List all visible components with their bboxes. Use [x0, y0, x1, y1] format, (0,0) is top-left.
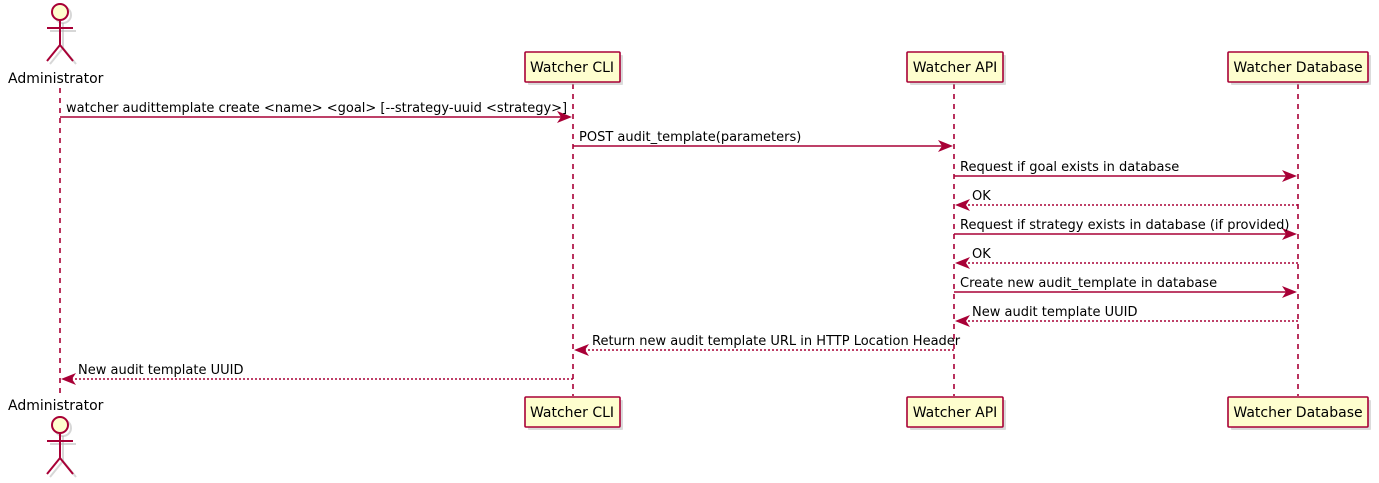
message-10[interactable]: New audit template UUID — [61, 363, 573, 385]
message-label: OK — [972, 247, 991, 262]
box — [1227, 51, 1369, 83]
message-label: Request if strategy exists in database (… — [960, 218, 1289, 233]
message-1[interactable]: watcher audittemplate create <name> <goa… — [60, 101, 572, 123]
actor-label-administrator-bottom: Administrator — [8, 398, 104, 414]
arrowhead-right — [1282, 286, 1297, 298]
lifelines — [59, 84, 1299, 396]
arrowhead-left — [955, 315, 970, 327]
message-4[interactable]: OK — [955, 189, 1298, 211]
message-label: POST audit_template(parameters) — [579, 130, 801, 145]
participant-label-watcher-cli-bottom: Watcher CLI — [530, 405, 614, 421]
participant-watcher-database-top[interactable]: Watcher Database — [1227, 51, 1371, 85]
message-label: Request if goal exists in database — [960, 160, 1179, 175]
participant-label-watcher-api-bottom: Watcher API — [913, 405, 998, 421]
message-6[interactable]: OK — [955, 247, 1298, 269]
arrowhead-right — [938, 140, 953, 152]
box — [906, 51, 1004, 83]
actor-leg-left — [46, 457, 61, 475]
actor-head-icon — [51, 3, 69, 21]
actor-leg-right — [59, 44, 74, 62]
actor-head-icon — [51, 416, 69, 434]
message-label: watcher audittemplate create <name> <goa… — [66, 101, 567, 116]
arrowhead-right — [1282, 228, 1297, 240]
message-label: Return new audit template URL in HTTP Lo… — [592, 334, 961, 349]
message-9[interactable]: Return new audit template URL in HTTP Lo… — [574, 334, 961, 356]
participant-watcher-database-bottom[interactable]: Watcher Database — [1227, 396, 1371, 430]
arrowhead-left — [574, 344, 589, 356]
message-2[interactable]: POST audit_template(parameters) — [573, 130, 953, 152]
participant-watcher-cli-top[interactable]: Watcher CLI — [524, 51, 623, 85]
actor-leg-left — [46, 44, 61, 62]
participant-label-watcher-database-top: Watcher Database — [1233, 60, 1362, 76]
actor-leg-right — [59, 457, 74, 475]
box — [524, 396, 621, 428]
participant-label-watcher-api-top: Watcher API — [913, 60, 998, 76]
arrowhead-right — [557, 111, 572, 123]
participant-label-watcher-cli-top: Watcher CLI — [530, 60, 614, 76]
participant-watcher-api-bottom[interactable]: Watcher API — [906, 396, 1006, 430]
message-5[interactable]: Request if strategy exists in database (… — [954, 218, 1297, 240]
message-label: Create new audit_template in database — [960, 276, 1217, 291]
box — [524, 51, 621, 83]
message-label: New audit template UUID — [78, 363, 243, 378]
participant-watcher-cli-bottom[interactable]: Watcher CLI — [524, 396, 623, 430]
message-7[interactable]: Create new audit_template in database — [954, 276, 1297, 298]
participant-label-watcher-database-bottom: Watcher Database — [1233, 405, 1362, 421]
actor-label-administrator-top: Administrator — [8, 71, 104, 87]
message-label: New audit template UUID — [972, 305, 1137, 320]
participant-watcher-api-top[interactable]: Watcher API — [906, 51, 1006, 85]
message-8[interactable]: New audit template UUID — [955, 305, 1298, 327]
box — [906, 396, 1004, 428]
box — [1227, 396, 1369, 428]
message-3[interactable]: Request if goal exists in database — [954, 160, 1297, 182]
actor-administrator-bottom[interactable]: Administrator — [8, 398, 104, 478]
arrowhead-right — [1282, 170, 1297, 182]
arrowhead-left — [955, 199, 970, 211]
arrowhead-left — [955, 257, 970, 269]
message-label: OK — [972, 189, 991, 204]
arrowhead-left — [61, 373, 76, 385]
actor-administrator-top[interactable]: Administrator — [8, 3, 104, 87]
